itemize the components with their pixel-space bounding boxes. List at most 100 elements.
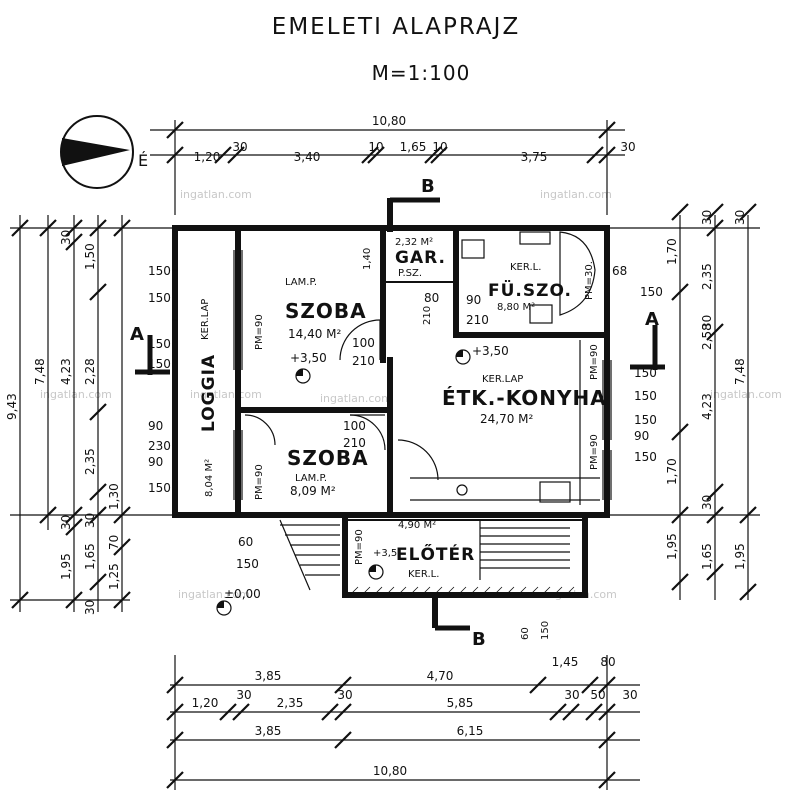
svg-text:30: 30 xyxy=(700,210,714,225)
svg-text:8,04 M²: 8,04 M² xyxy=(204,459,215,497)
svg-text:30: 30 xyxy=(59,515,73,530)
svg-text:90: 90 xyxy=(634,429,649,443)
svg-text:150: 150 xyxy=(634,450,657,464)
svg-text:30: 30 xyxy=(700,495,714,510)
svg-text:230: 230 xyxy=(148,439,171,453)
watermark: ingatlan.com xyxy=(180,188,252,201)
dimensions-top: 10,80 1,20 30 3,40 10 1,65 10 3,75 30 xyxy=(150,114,636,215)
svg-text:24,70 M²: 24,70 M² xyxy=(480,412,534,426)
svg-text:1,95: 1,95 xyxy=(59,553,73,580)
svg-text:1,40: 1,40 xyxy=(362,248,373,270)
svg-text:2,32 M²: 2,32 M² xyxy=(395,237,433,248)
svg-text:210: 210 xyxy=(343,436,366,450)
svg-text:KER.LAP: KER.LAP xyxy=(200,299,211,340)
svg-text:60: 60 xyxy=(238,535,253,549)
svg-text:150: 150 xyxy=(148,357,171,371)
svg-text:B: B xyxy=(472,629,486,650)
room-szoba-2: SZOBA LAM.P. 8,09 M² PM=90 xyxy=(254,446,369,500)
svg-text:60: 60 xyxy=(520,627,531,640)
svg-text:90: 90 xyxy=(466,293,481,307)
svg-text:150: 150 xyxy=(148,337,171,351)
svg-text:PM=90: PM=90 xyxy=(589,344,600,380)
svg-text:KER.LAP: KER.LAP xyxy=(482,374,523,385)
svg-text:1,50: 1,50 xyxy=(83,243,97,270)
section-marker-a-left: A xyxy=(130,324,170,375)
svg-text:150: 150 xyxy=(148,481,171,495)
svg-text:+3,50: +3,50 xyxy=(472,344,509,358)
svg-text:1,65: 1,65 xyxy=(700,543,714,570)
svg-text:2,35: 2,35 xyxy=(700,263,714,290)
dimensions-right: 7,48 30 2,35 2,58 4,23 30 1,70 30 1,70 1… xyxy=(610,203,760,601)
svg-text:50: 50 xyxy=(590,688,605,702)
svg-text:PM=30.: PM=30. xyxy=(584,261,595,300)
svg-text:10,80: 10,80 xyxy=(372,114,406,128)
svg-text:30: 30 xyxy=(733,210,747,225)
svg-text:2,28: 2,28 xyxy=(83,358,97,385)
svg-text:4,90 M²: 4,90 M² xyxy=(398,520,436,531)
watermark: ingatlan.com xyxy=(320,392,392,405)
watermark: ingatlan.com xyxy=(710,388,782,401)
svg-text:3,85: 3,85 xyxy=(255,724,282,738)
building-walls xyxy=(172,225,612,598)
svg-text:P.SZ.: P.SZ. xyxy=(398,268,422,279)
svg-text:10,80: 10,80 xyxy=(373,764,407,778)
svg-text:ÉTK.-KONYHA: ÉTK.-KONYHA xyxy=(442,386,607,410)
svg-text:30: 30 xyxy=(337,688,352,702)
svg-text:4,70: 4,70 xyxy=(427,669,454,683)
svg-text:14,40 M²: 14,40 M² xyxy=(288,327,342,341)
svg-text:1,65: 1,65 xyxy=(83,543,97,570)
svg-text:100: 100 xyxy=(343,419,366,433)
svg-text:SZOBA: SZOBA xyxy=(287,446,369,470)
svg-text:150: 150 xyxy=(540,621,551,640)
svg-text:10: 10 xyxy=(432,140,447,154)
svg-text:1,25: 1,25 xyxy=(107,563,121,590)
north-arrow-icon: É xyxy=(60,115,148,189)
svg-text:210: 210 xyxy=(466,313,489,327)
svg-text:É: É xyxy=(138,151,148,170)
svg-text:3,75: 3,75 xyxy=(521,150,548,164)
svg-text:2,35: 2,35 xyxy=(277,696,304,710)
svg-text:3,40: 3,40 xyxy=(294,150,321,164)
svg-text:1,30: 1,30 xyxy=(107,483,121,510)
svg-text:1,20: 1,20 xyxy=(192,696,219,710)
room-loggia: LOGGIA KER.LAP 8,04 M² xyxy=(199,299,219,497)
room-eloter: 4,90 M² +3,5 ELŐTÉR KER.L. PM=90 xyxy=(354,520,475,580)
svg-text:PM=90: PM=90 xyxy=(254,464,265,500)
svg-text:80: 80 xyxy=(424,291,439,305)
watermark: ingatlan.com xyxy=(540,188,612,201)
svg-text:30: 30 xyxy=(83,600,97,615)
svg-text:A: A xyxy=(645,309,659,330)
svg-text:210: 210 xyxy=(352,354,375,368)
svg-text:1,95: 1,95 xyxy=(733,543,747,570)
svg-text:30: 30 xyxy=(564,688,579,702)
svg-text:ELŐTÉR: ELŐTÉR xyxy=(396,543,475,565)
svg-text:30: 30 xyxy=(83,513,97,528)
svg-text:2,58: 2,58 xyxy=(700,323,714,350)
svg-text:7,48: 7,48 xyxy=(33,358,47,385)
svg-text:30: 30 xyxy=(622,688,637,702)
svg-text:3,85: 3,85 xyxy=(255,669,282,683)
svg-text:100: 100 xyxy=(352,336,375,350)
section-marker-b-top: B xyxy=(387,176,440,232)
svg-text:90: 90 xyxy=(148,419,163,433)
svg-text:1,95: 1,95 xyxy=(665,533,679,560)
watermark: ingatlan.com xyxy=(40,388,112,401)
svg-text:4,23: 4,23 xyxy=(59,358,73,385)
svg-text:30: 30 xyxy=(232,140,247,154)
room-gar: 2,32 M² GAR. P.SZ. xyxy=(395,237,445,279)
svg-text:150: 150 xyxy=(634,413,657,427)
svg-text:68: 68 xyxy=(612,264,627,278)
svg-text:6,15: 6,15 xyxy=(457,724,484,738)
section-marker-a-right: A xyxy=(630,309,665,370)
svg-text:SZOBA: SZOBA xyxy=(285,299,367,323)
svg-text:150: 150 xyxy=(634,366,657,380)
svg-text:30: 30 xyxy=(59,230,73,245)
svg-text:LOGGIA: LOGGIA xyxy=(199,354,219,432)
svg-text:1,70: 1,70 xyxy=(665,238,679,265)
svg-text:8,09 M²: 8,09 M² xyxy=(290,484,336,498)
svg-text:8,80 M²: 8,80 M² xyxy=(497,302,535,313)
svg-text:4,23: 4,23 xyxy=(700,393,714,420)
dimensions-bottom: 3,85 4,70 1,45 80 1,20 30 2,35 30 5,85 3… xyxy=(166,655,640,790)
plan-title: EMELETI ALAPRAJZ xyxy=(272,14,520,40)
